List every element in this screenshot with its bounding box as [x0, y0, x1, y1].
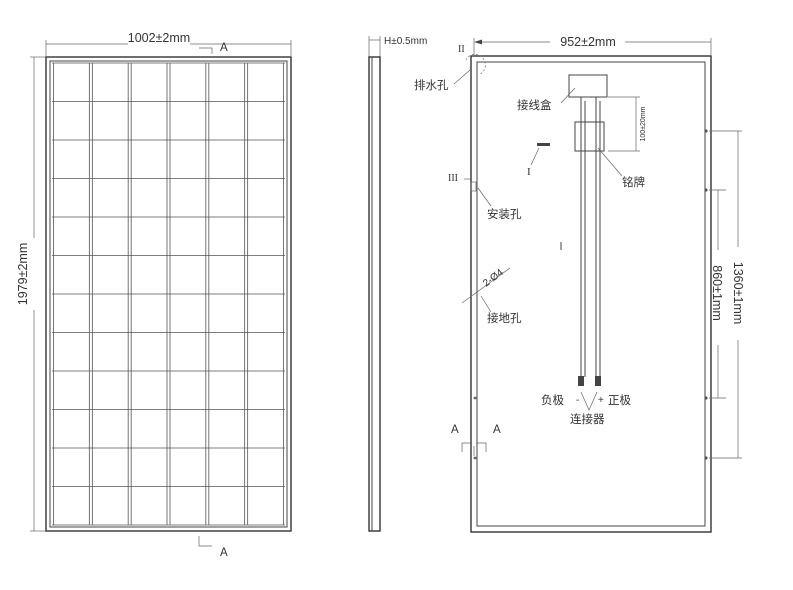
- grounding-dim-label: 2-Ø4: [481, 267, 506, 289]
- junction-box: [568, 74, 608, 98]
- drain-hole-label: 排水孔: [414, 78, 449, 92]
- rear-section-A-right: A: [493, 424, 501, 436]
- rear-panel-frame: [470, 55, 712, 533]
- mount-spacing-label: 860±1mm: [710, 265, 724, 321]
- section-label-bottom: A: [220, 547, 228, 559]
- side-view: H±0.5mm: [368, 36, 427, 532]
- side-profile: [368, 56, 381, 532]
- mounting-hole-label: 安装孔: [487, 207, 522, 221]
- negative-connector: [578, 376, 584, 386]
- plus-sign: +: [598, 395, 604, 406]
- thickness-label: H±0.5mm: [384, 36, 427, 47]
- negative-label: 负极: [541, 393, 564, 407]
- detail-III-label: III: [448, 173, 458, 184]
- front-width-label: 1002±2mm: [128, 31, 190, 45]
- rear-width-label: 952±2mm: [560, 35, 616, 49]
- connector-label: 连接器: [570, 412, 605, 426]
- mounting-hole: [470, 181, 477, 192]
- mount-spacing-outer-label: 1360±1mm: [731, 262, 745, 324]
- detail-II-label: II: [458, 44, 465, 55]
- front-view: 1002±2mm A 1979±2mm A: [16, 31, 292, 559]
- connector-leader: [580, 391, 598, 411]
- front-panel-frame: [45, 56, 292, 532]
- rear-panel-inner: [476, 61, 706, 527]
- positive-connector: [595, 376, 601, 386]
- minus-sign: -: [576, 395, 579, 406]
- rear-view: 952±2mm II 排水孔 接线盒 100±20mm 铭牌: [414, 35, 745, 533]
- cell-grid: [52, 62, 285, 526]
- front-panel-inner: [49, 60, 288, 528]
- rear-section-A-left: A: [451, 424, 459, 436]
- grounding-hole-label: 接地孔: [487, 312, 522, 325]
- front-height-label: 1979±2mm: [16, 243, 30, 305]
- junction-box-label: 接线盒: [517, 98, 552, 112]
- detail-I-mark: [537, 143, 550, 146]
- detail-I-label: I: [527, 166, 531, 178]
- nameplate: [574, 121, 605, 152]
- section-label-top: A: [220, 42, 228, 54]
- nameplate-size-label: 100±20mm: [640, 106, 647, 141]
- positive-label: 正极: [608, 393, 631, 407]
- nameplate-label: 铭牌: [622, 175, 645, 189]
